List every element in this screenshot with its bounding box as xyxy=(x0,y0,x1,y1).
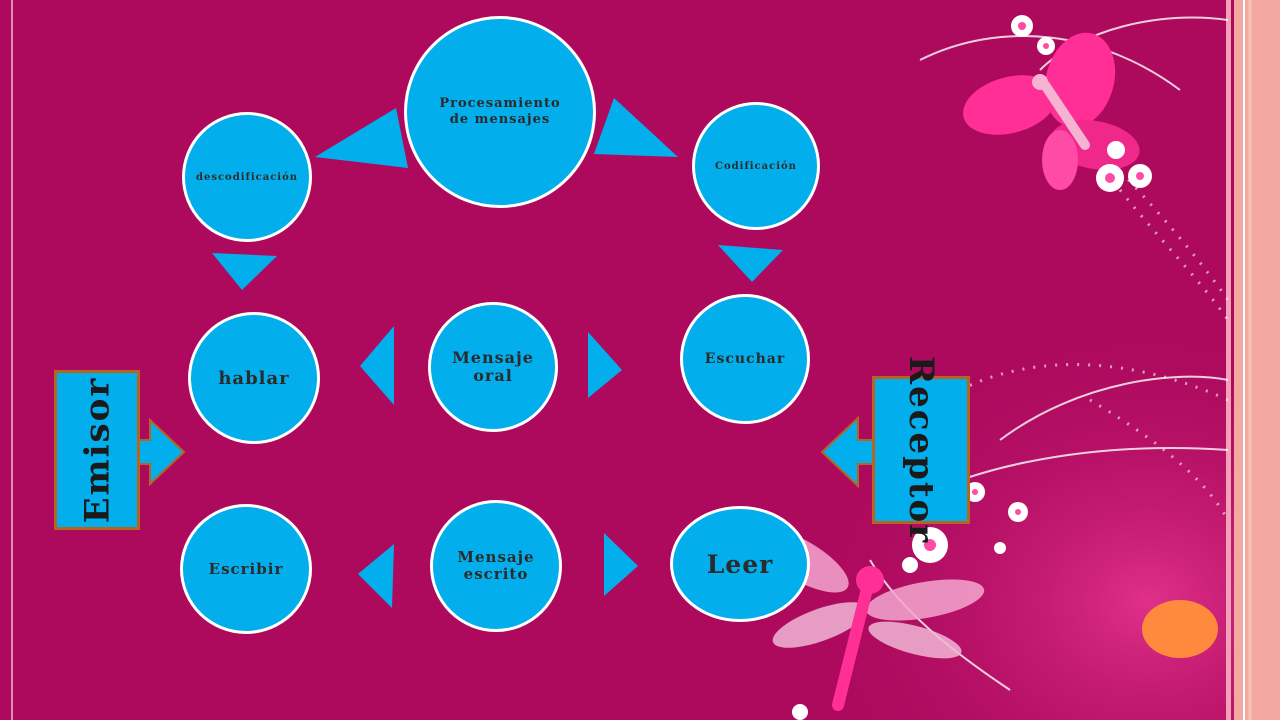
orange-dot-decoration xyxy=(1142,600,1218,658)
receptor-callout-arrow xyxy=(820,415,877,489)
connector-arrow-oral-to-escuchar xyxy=(588,332,622,398)
node-label: Mensaje escrito xyxy=(457,548,535,583)
node-label: Codificación xyxy=(715,160,797,172)
node-hablar: hablar xyxy=(188,312,320,444)
node-label: Procesamiento de mensajes xyxy=(439,96,561,127)
emisor-callout-arrow xyxy=(137,417,186,487)
connector-arrow-codif-to-escuchar xyxy=(718,245,783,282)
node-label: Mensaje oral xyxy=(452,348,534,385)
node-label: Leer xyxy=(706,549,774,579)
node-procesamiento-de-mensajes: Procesamiento de mensajes xyxy=(404,16,596,208)
node-escuchar: Escuchar xyxy=(680,294,810,424)
node-mensaje-escrito: Mensaje escrito xyxy=(430,500,562,632)
connector-arrow-proc-to-descod xyxy=(315,108,408,168)
receptor-label: Receptor xyxy=(901,355,942,545)
emisor-label: Emisor xyxy=(77,376,118,524)
connector-arrow-escrito-to-escribir xyxy=(358,544,394,608)
node-descodificacion: descodificación xyxy=(182,112,312,242)
node-label: hablar xyxy=(218,367,290,389)
connector-arrow-descod-to-hablar xyxy=(212,253,277,290)
node-codificacion: Codificación xyxy=(692,102,820,230)
node-label: Escuchar xyxy=(704,351,786,367)
connector-arrow-escrito-to-leer xyxy=(604,533,638,596)
node-leer: Leer xyxy=(670,506,810,622)
emisor-label-box: Emisor xyxy=(54,370,140,530)
connector-arrow-oral-to-hablar xyxy=(360,326,394,405)
node-label: descodificación xyxy=(195,171,299,183)
node-escribir: Escribir xyxy=(180,504,312,634)
receptor-label-box: Receptor xyxy=(872,356,970,544)
node-mensaje-oral: Mensaje oral xyxy=(428,302,558,432)
connector-arrow-codif-to-proc xyxy=(594,98,678,157)
node-label: Escribir xyxy=(208,560,284,578)
